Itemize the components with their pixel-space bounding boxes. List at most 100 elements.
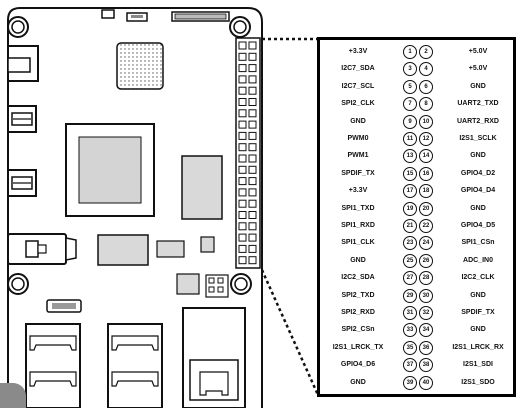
header-pin — [238, 120, 247, 129]
gpio-header — [235, 37, 261, 269]
header-pin — [238, 98, 247, 106]
pin-number-odd: 37 — [403, 358, 417, 373]
header-pin — [238, 41, 247, 50]
pin-number-odd: 29 — [403, 288, 417, 303]
mounting-hole-icon — [7, 16, 29, 38]
pin-number-odd: 3 — [403, 62, 417, 77]
header-pin — [248, 131, 257, 140]
header-pin — [248, 222, 257, 231]
pin-label-right: +5.0V — [468, 65, 488, 73]
pin-number-even: 24 — [419, 236, 433, 251]
pin-label-right: I2S1_SDO — [461, 378, 495, 386]
pin-number-odd: 15 — [403, 166, 417, 181]
header-pin — [248, 177, 257, 186]
pin-label-left: SPI2_CLK — [341, 100, 375, 108]
usb-port-icon — [25, 323, 81, 408]
pin-number-even: 30 — [419, 288, 433, 303]
pin-label-right: +5.0V — [468, 48, 488, 55]
pin-label-left: GPIO4_D6 — [340, 361, 376, 369]
pin-label-left: SPI1_RXD — [341, 222, 375, 229]
header-pin — [248, 188, 257, 197]
header-pin — [238, 131, 247, 140]
pin-number-odd: 25 — [403, 253, 417, 268]
small-header — [205, 274, 229, 298]
header-pin — [248, 211, 257, 219]
header-pin — [248, 256, 257, 265]
pin-label-left: SPI1_TXD — [341, 204, 375, 212]
header-pin — [238, 75, 247, 84]
lens-overlay-icon[interactable] — [0, 383, 26, 408]
usb-port-icon — [107, 323, 163, 408]
header-pin — [238, 64, 247, 73]
pin-label-right: I2S1_LRCK_RX — [452, 343, 504, 351]
pin-number-even: 26 — [419, 253, 433, 268]
pin-label-left: PWM1 — [347, 152, 369, 160]
header-pin — [238, 222, 247, 231]
pin-number-even: 40 — [419, 375, 433, 390]
pin-label-left: SPDIF_TX — [341, 169, 375, 177]
header-pin — [248, 233, 257, 242]
pin-number-odd: 21 — [403, 219, 417, 233]
pin-label-right: GPIO4_D4 — [460, 187, 496, 195]
bottom-connector — [46, 299, 82, 313]
pin-label-left: SPI2_RXD — [341, 309, 375, 316]
pin-label-left: SPI1_CLK — [341, 239, 375, 247]
mounting-hole-icon — [230, 273, 252, 295]
pin-number-even: 18 — [419, 184, 433, 199]
soc-chip — [65, 123, 155, 217]
pin-label-right: SPI1_CSn — [461, 239, 495, 247]
header-pin — [238, 211, 247, 219]
pin-number-even: 28 — [419, 271, 433, 286]
pin-number-odd: 13 — [403, 149, 417, 164]
pin-label-right: GND — [470, 152, 486, 160]
header-pin — [248, 244, 257, 253]
ethernet-port-icon — [182, 307, 246, 408]
header-pin — [248, 75, 257, 84]
pin-label-right: GND — [470, 291, 486, 299]
pin-label-right: UART2_RXD — [456, 117, 499, 125]
small-chip — [176, 273, 200, 295]
pin-number-even: 38 — [419, 358, 433, 373]
header-pin — [238, 143, 247, 152]
header-pin — [238, 165, 247, 174]
header-pin — [248, 64, 257, 73]
pin-label-left: GND — [350, 256, 366, 264]
pin-label-right: GND — [470, 326, 486, 334]
pin-number-even: 22 — [419, 219, 433, 233]
pin-number-odd: 11 — [403, 132, 417, 146]
header-pin — [238, 188, 247, 197]
pin-number-even: 20 — [419, 201, 433, 216]
pin-label-left: +3.3V — [348, 48, 368, 55]
pin-number-even: 8 — [419, 97, 433, 112]
header-pin — [238, 154, 247, 163]
pin-label-left: PWM0 — [347, 135, 369, 142]
pin-number-odd: 33 — [403, 323, 417, 338]
small-chip — [156, 240, 185, 258]
usb-port-icon — [7, 105, 37, 133]
header-pin — [248, 154, 257, 163]
pin-label-right: I2C2_CLK — [461, 274, 495, 282]
mounting-hole-icon — [229, 16, 251, 38]
header-pin — [238, 233, 247, 242]
header-pin — [248, 109, 257, 118]
pin-label-left: SPI2_TXD — [341, 291, 375, 299]
usb-port-icon — [7, 169, 37, 197]
pin-number-even: 4 — [419, 62, 433, 77]
pin-label-left: +3.3V — [348, 187, 368, 195]
pin-label-right: UART2_TXD — [457, 100, 499, 108]
